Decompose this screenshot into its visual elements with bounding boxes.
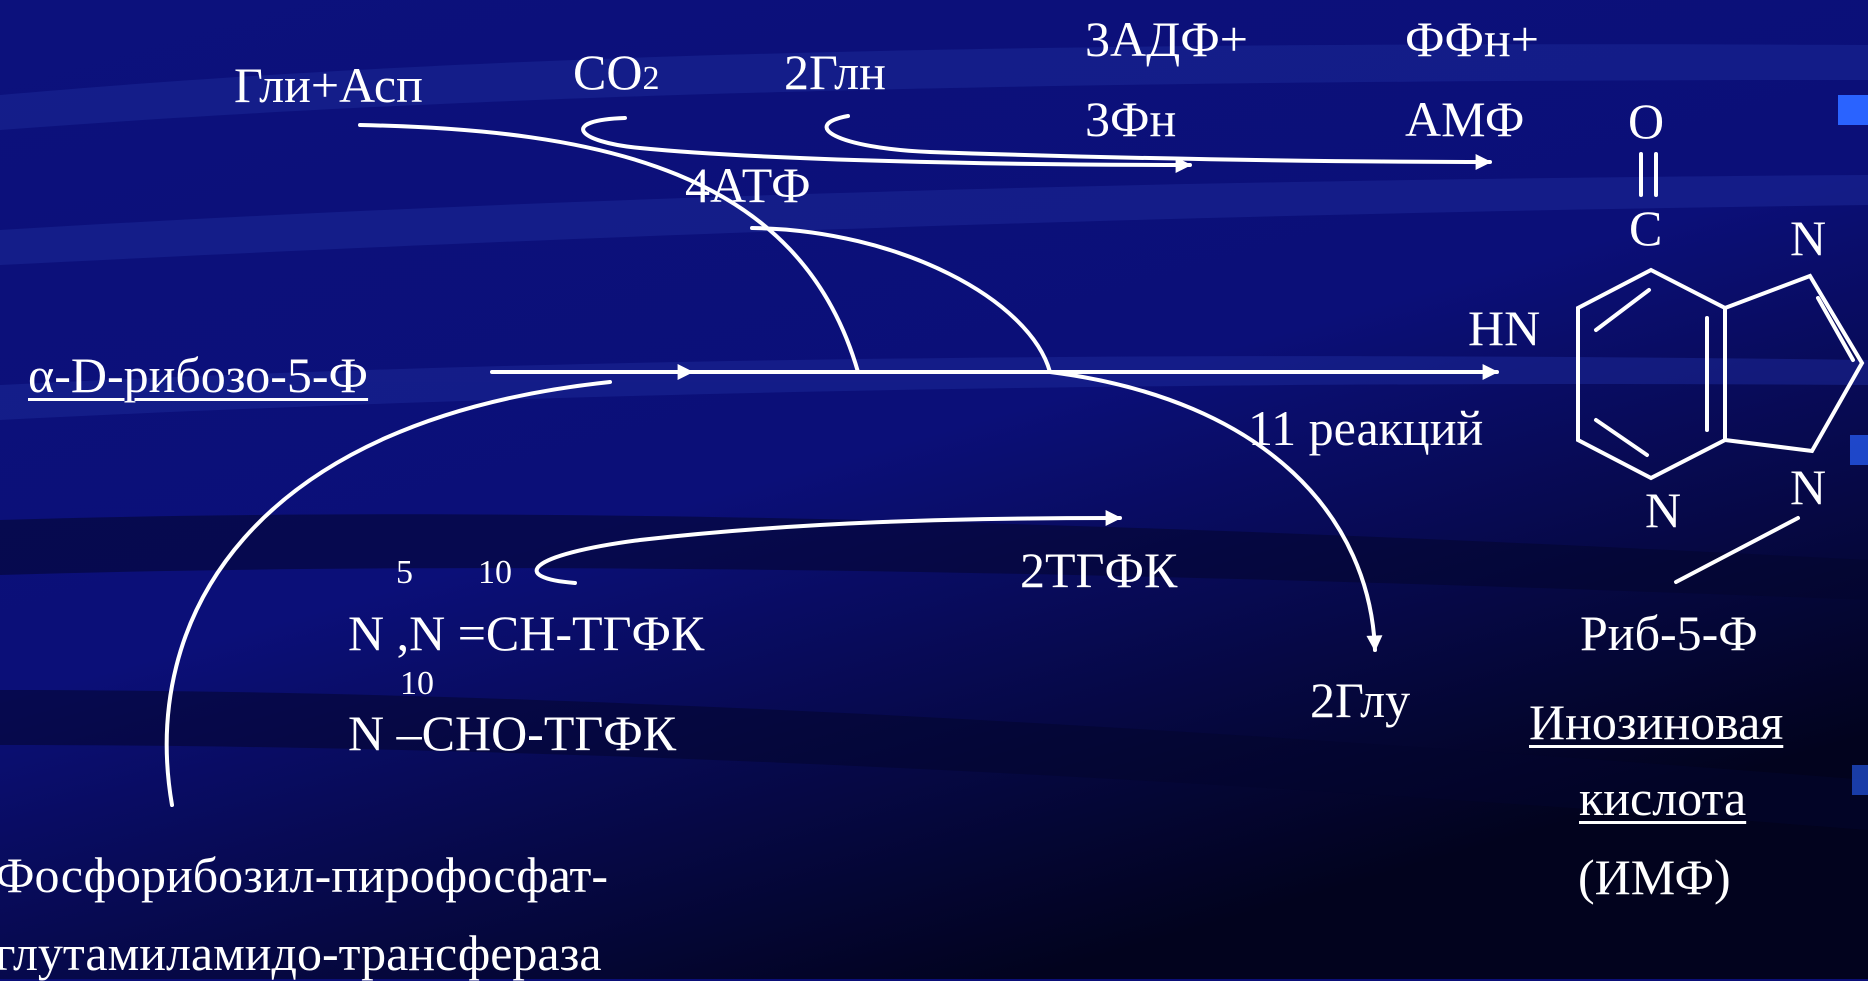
product-name-text: кислота bbox=[1579, 770, 1747, 826]
superscript-5: 5 bbox=[396, 554, 413, 591]
atom-nitrogen: N bbox=[1790, 210, 1827, 266]
five-ring bbox=[1723, 273, 1865, 454]
atom-oxygen: O bbox=[1628, 93, 1665, 149]
double-bond bbox=[1816, 296, 1855, 362]
atp-label: 4АТФ bbox=[685, 157, 811, 213]
enzyme-name-line1: Фосфорибозил-пирофосфат- bbox=[0, 847, 609, 903]
glu-arrow bbox=[1048, 370, 1383, 652]
enzyme-curve bbox=[164, 380, 612, 807]
reactions-count-label: 11 реакций bbox=[1248, 400, 1484, 456]
atom-nitrogen: N bbox=[1645, 482, 1682, 538]
methenyl-thf-label: N ,N =CH-ТГФК bbox=[348, 605, 705, 661]
gln-label: 2Глн bbox=[784, 44, 886, 100]
double-bond bbox=[1594, 288, 1651, 332]
amp-label: АМФ bbox=[1405, 91, 1525, 147]
ribose-phosphate-label: Риб-5-Ф bbox=[1580, 605, 1758, 661]
gln-arrow bbox=[824, 114, 1492, 170]
ppn-label: ФФн+ bbox=[1405, 11, 1539, 67]
atom-carbon: C bbox=[1629, 200, 1663, 256]
pn-label: 3Фн bbox=[1085, 91, 1177, 147]
atom-nitrogen: N bbox=[1790, 459, 1827, 515]
ribose-5-phosphate-label: α-D-рибозо-5-Ф bbox=[28, 347, 369, 403]
adp-label: 3АДФ+ bbox=[1085, 11, 1248, 67]
ribose-bond bbox=[1674, 516, 1800, 584]
background-dark-bands bbox=[0, 514, 1868, 830]
accent-tab bbox=[1850, 435, 1868, 465]
superscript-10: 10 bbox=[478, 554, 512, 591]
double-bond bbox=[1594, 418, 1649, 457]
superscript-10: 10 bbox=[400, 665, 434, 702]
atp-arc bbox=[750, 226, 1052, 374]
product-name-line1: Инозиновая bbox=[1529, 694, 1784, 750]
gly-asp-curve bbox=[358, 123, 860, 374]
co2-arrow bbox=[581, 116, 1192, 173]
folate-arrow bbox=[534, 510, 1122, 585]
accent-tab bbox=[1852, 765, 1868, 795]
accent-tab bbox=[1838, 95, 1868, 125]
co2-text: CO bbox=[573, 44, 643, 100]
atom-nh: HN bbox=[1468, 300, 1541, 356]
glu-label: 2Глу bbox=[1310, 672, 1411, 728]
co2-subscript: 2 bbox=[642, 60, 660, 97]
enzyme-name-line2: глутамиламидо-трансфераза bbox=[0, 925, 602, 981]
co2-label: CO2 bbox=[573, 47, 659, 97]
product-name-line2: кислота bbox=[1529, 773, 1746, 823]
gly-asp-label: Гли+Асп bbox=[234, 57, 423, 113]
product-abbreviation: (ИМФ) bbox=[1578, 849, 1731, 905]
formyl-thf-label: N –CHO-ТГФК bbox=[348, 705, 677, 761]
thf-label: 2ТГФК bbox=[1020, 542, 1178, 598]
